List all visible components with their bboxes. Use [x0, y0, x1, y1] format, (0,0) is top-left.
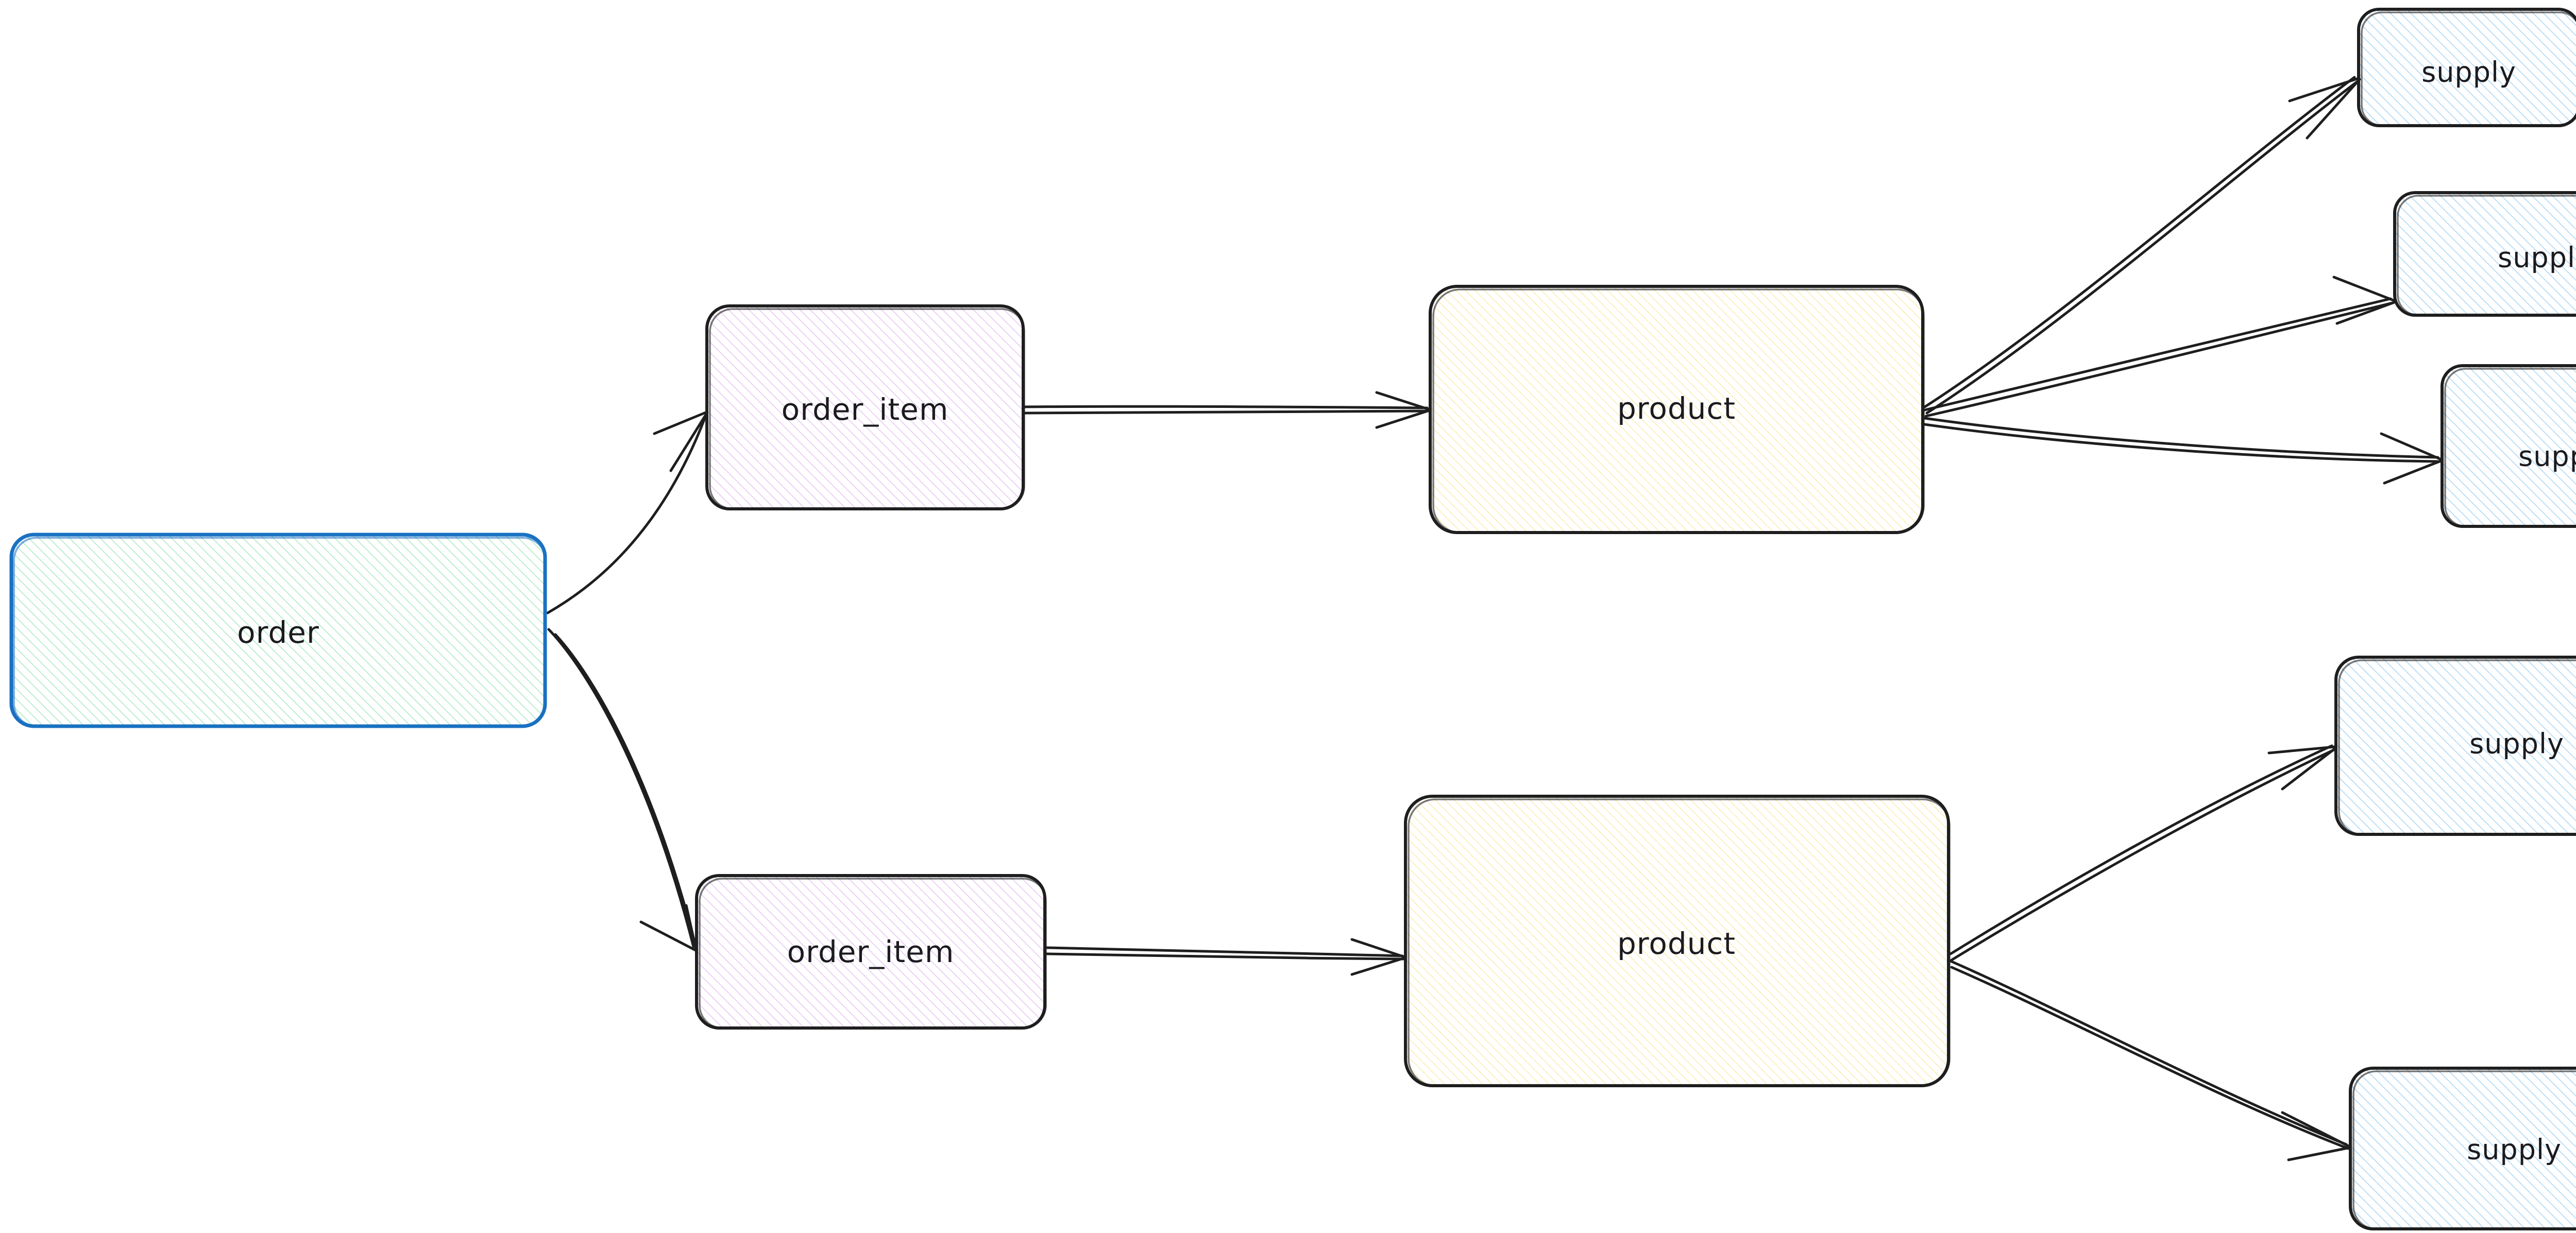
- node-order-item-top[interactable]: order_item: [705, 304, 1025, 510]
- node-order-item-bottom-label: order_item: [787, 934, 955, 969]
- edge-order-to-order-item-top[interactable]: [546, 410, 708, 614]
- node-supply-3-shape-sketch: [2444, 368, 2576, 527]
- node-order-item-top-label: order_item: [782, 392, 949, 427]
- node-supply-5-label: supply: [2467, 1134, 2562, 1166]
- node-order-item-top-shape-sketch: [709, 308, 1025, 510]
- edge-product-top-to-supply-2[interactable]: [1923, 276, 2397, 418]
- edge-product-bottom-to-supply-5[interactable]: [1949, 960, 2352, 1161]
- node-product-top-label: product: [1617, 391, 1736, 426]
- node-supply-5[interactable]: supply: [2349, 1067, 2576, 1230]
- node-supply-2[interactable]: supply: [2393, 191, 2576, 317]
- node-supply-3-label: supply: [2518, 440, 2576, 473]
- node-product-top-shape-sketch: [1432, 288, 1925, 534]
- node-order-label: order: [237, 615, 319, 650]
- node-supply-1-shape-sketch: [2361, 11, 2576, 127]
- node-order-item-bottom[interactable]: order_item: [695, 874, 1047, 1030]
- edges-layer: [546, 76, 2444, 1161]
- node-product-top[interactable]: product: [1429, 285, 1925, 534]
- edge-product-bottom-to-supply-4[interactable]: [1949, 744, 2337, 962]
- node-order-shape-sketch: [13, 537, 547, 727]
- node-product-bottom-shape-sketch: [1408, 798, 1951, 1087]
- node-order-item-bottom-shape-sketch: [699, 878, 1047, 1029]
- node-supply-2-shape-sketch: [2397, 195, 2576, 316]
- node-supply-1[interactable]: supply: [2357, 8, 2576, 127]
- node-product-bottom[interactable]: product: [1404, 795, 1951, 1087]
- edge-order-to-order-item-bottom[interactable]: [547, 628, 698, 953]
- edge-product-top-to-supply-3[interactable]: [1923, 417, 2444, 485]
- node-supply-5-shape-sketch: [2352, 1070, 2576, 1230]
- node-product-bottom-label: product: [1617, 926, 1736, 961]
- node-supply-4-shape-sketch: [2338, 659, 2576, 835]
- node-supply-3[interactable]: supply: [2441, 364, 2576, 528]
- edge-order-item-bottom-to-product-bottom[interactable]: [1044, 938, 1406, 976]
- edge-product-top-to-supply-1[interactable]: [1923, 76, 2361, 415]
- node-order[interactable]: order: [9, 533, 547, 728]
- node-supply-4-label: supply: [2469, 728, 2564, 760]
- node-supply-1-label: supply: [2421, 56, 2516, 89]
- edge-order-item-top-to-product-top[interactable]: [1023, 391, 1431, 429]
- node-supply-4[interactable]: supply: [2334, 656, 2576, 836]
- node-supply-2-label: supply: [2498, 242, 2576, 274]
